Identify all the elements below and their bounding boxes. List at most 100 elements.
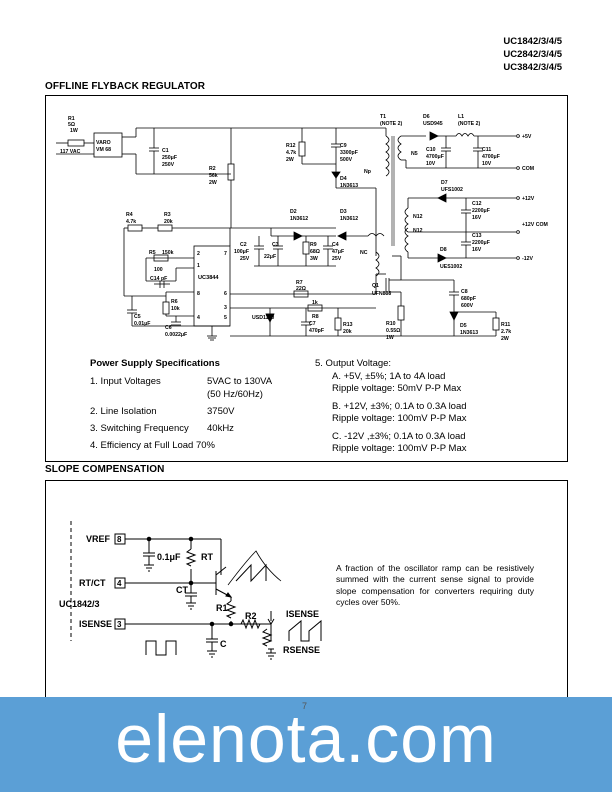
c4-value: 47μF	[332, 249, 344, 255]
rt-label: RT	[201, 552, 213, 562]
bridge-label: VARO	[96, 140, 111, 146]
t1-note: (NOTE 2)	[380, 121, 402, 127]
r12-value: 4.7k	[286, 150, 296, 156]
d3-label: D3	[340, 209, 347, 215]
c13-label: C13	[472, 233, 482, 239]
t1-label: T1	[380, 114, 386, 120]
slope-schematic: VREF RT/CT UC1842/3 ISENSE 8 4 3 0.1μF R…	[59, 521, 322, 660]
output-b-line1: B. +12V, ±3%; 0.1A to 0.3A load	[332, 401, 467, 412]
c9-rating: 500V	[340, 157, 353, 163]
out-5v-label: +5V	[522, 134, 532, 140]
c4-label: C4	[332, 242, 339, 248]
c5-label: C5	[134, 314, 141, 320]
rsense-label: RSENSE	[283, 645, 320, 655]
ic-pin-1: 1	[197, 263, 200, 269]
vref-label: VREF	[86, 534, 111, 544]
r12-label: R12	[286, 143, 296, 149]
section-title-slope: SLOPE COMPENSATION	[45, 464, 165, 475]
out-minus-12v-label: -12V	[522, 256, 533, 262]
c8-value: 680pF	[461, 296, 476, 302]
bridge-model: VM 68	[96, 147, 111, 153]
d4-label: D4	[340, 176, 347, 182]
output-c-line1: C. -12V ,±3%; 0.1A to 0.3A load	[332, 431, 466, 442]
r11-rating: 2W	[501, 336, 509, 342]
r11-label: R11	[501, 322, 510, 328]
r10-value: 0.55Ω	[386, 328, 400, 334]
r8-value: 1k	[312, 300, 318, 306]
nc-label: NC	[360, 250, 368, 256]
r1-label: R1	[68, 116, 75, 122]
d9-label: USD1120	[252, 315, 274, 321]
output-b-line2: Ripple voltage: 100mV P-P Max	[332, 413, 467, 424]
c9-value: 3300pF	[340, 150, 358, 156]
chip-label: UC1842/3	[59, 599, 100, 609]
r2-label: R2	[209, 166, 216, 172]
r5-value: 150k	[162, 250, 174, 256]
r3-label: R3	[164, 212, 171, 218]
section-title-flyback: OFFLINE FLYBACK REGULATOR	[45, 81, 206, 92]
ic-pin-3: 3	[224, 305, 227, 311]
c11-rating: 10V	[482, 161, 492, 167]
r1-value: 5Ω	[68, 122, 75, 128]
c12-label: C12	[472, 201, 482, 207]
r9-rating: 3W	[310, 256, 318, 262]
com-label: COM	[522, 166, 534, 172]
vin-label: 117 VAC	[60, 149, 81, 155]
r7-label: R7	[296, 280, 303, 286]
com-12v-label: +12V COM	[522, 222, 548, 228]
r2-slope-label: R2	[245, 611, 257, 621]
output-a-line2: Ripple voltage: 50mV P-P Max	[332, 383, 462, 394]
c11-label: C11	[482, 147, 491, 153]
c9-label: C9	[340, 143, 347, 149]
slope-description: A fraction of the oscillator ramp can be…	[336, 563, 534, 607]
r4-value: 4.7k	[126, 219, 136, 225]
part-numbers: UC1842/3/4/5 UC2842/3/4/5 UC3842/3/4/5	[503, 35, 562, 74]
watermark-text: elenota.com	[115, 701, 497, 777]
spec-3-label: 3. Switching Frequency	[90, 423, 189, 434]
d2-part: 1N3612	[290, 216, 308, 222]
c11-value: 4700μF	[482, 154, 500, 160]
ic-pin-8: 8	[197, 291, 200, 297]
d7-label: D7	[441, 180, 448, 186]
c2-label: C2	[240, 242, 247, 248]
c12-rating: 16V	[472, 215, 482, 221]
n12b-label: N12	[413, 228, 423, 234]
out-12v-label: +12V	[522, 196, 535, 202]
page-number: 7	[302, 701, 308, 711]
spec-1-value: 5VAC to 130VA	[207, 376, 273, 387]
c1-value: 250μF	[162, 155, 177, 161]
flyback-figure-box: R1 5Ω 1W 117 VAC VARO VM 68 C1 250μF 250…	[45, 95, 568, 462]
r10-rating: 1W	[386, 335, 394, 341]
ic-label: UC3844	[198, 275, 219, 281]
rtct-label: RT/CT	[79, 578, 106, 588]
c1-rating: 250V	[162, 162, 175, 168]
c1-label: C1	[162, 148, 169, 154]
c3-value: 22μF	[264, 254, 276, 260]
c10-rating: 10V	[426, 161, 436, 167]
c10-label: C10	[426, 147, 436, 153]
spec-1-value2: (50 Hz/60Hz)	[207, 389, 263, 400]
output-title: 5. Output Voltage:	[315, 358, 392, 369]
flyback-schematic: R1 5Ω 1W 117 VAC VARO VM 68 C1 250μF 250…	[56, 114, 548, 342]
bridge-rectifier	[93, 132, 123, 158]
r6-label: R6	[171, 299, 178, 305]
d5-part: 1N3613	[460, 330, 478, 336]
r2-value: 56k	[209, 173, 218, 179]
d7-part: UFS1002	[441, 187, 463, 193]
q1-part: UFN833	[372, 291, 391, 297]
c8-label: C8	[461, 289, 468, 295]
ic-pin-5: 5	[224, 315, 227, 321]
r1-rating: 1W	[70, 128, 78, 134]
spec-3-value: 40kHz	[207, 423, 234, 434]
r5-label: R5	[149, 250, 156, 256]
d6-part: USD945	[423, 121, 443, 127]
cap-label: 0.1μF	[157, 552, 181, 562]
ct-label: CT	[176, 585, 188, 595]
r8-label: R8	[312, 314, 319, 320]
r11-value: 2.7k	[501, 329, 511, 335]
c3-label: C3	[272, 242, 279, 248]
d8-part: UES1002	[440, 264, 462, 270]
d5-label: D5	[460, 323, 467, 329]
c13-rating: 16V	[472, 247, 482, 253]
c14-label: C14 pF	[150, 276, 167, 282]
